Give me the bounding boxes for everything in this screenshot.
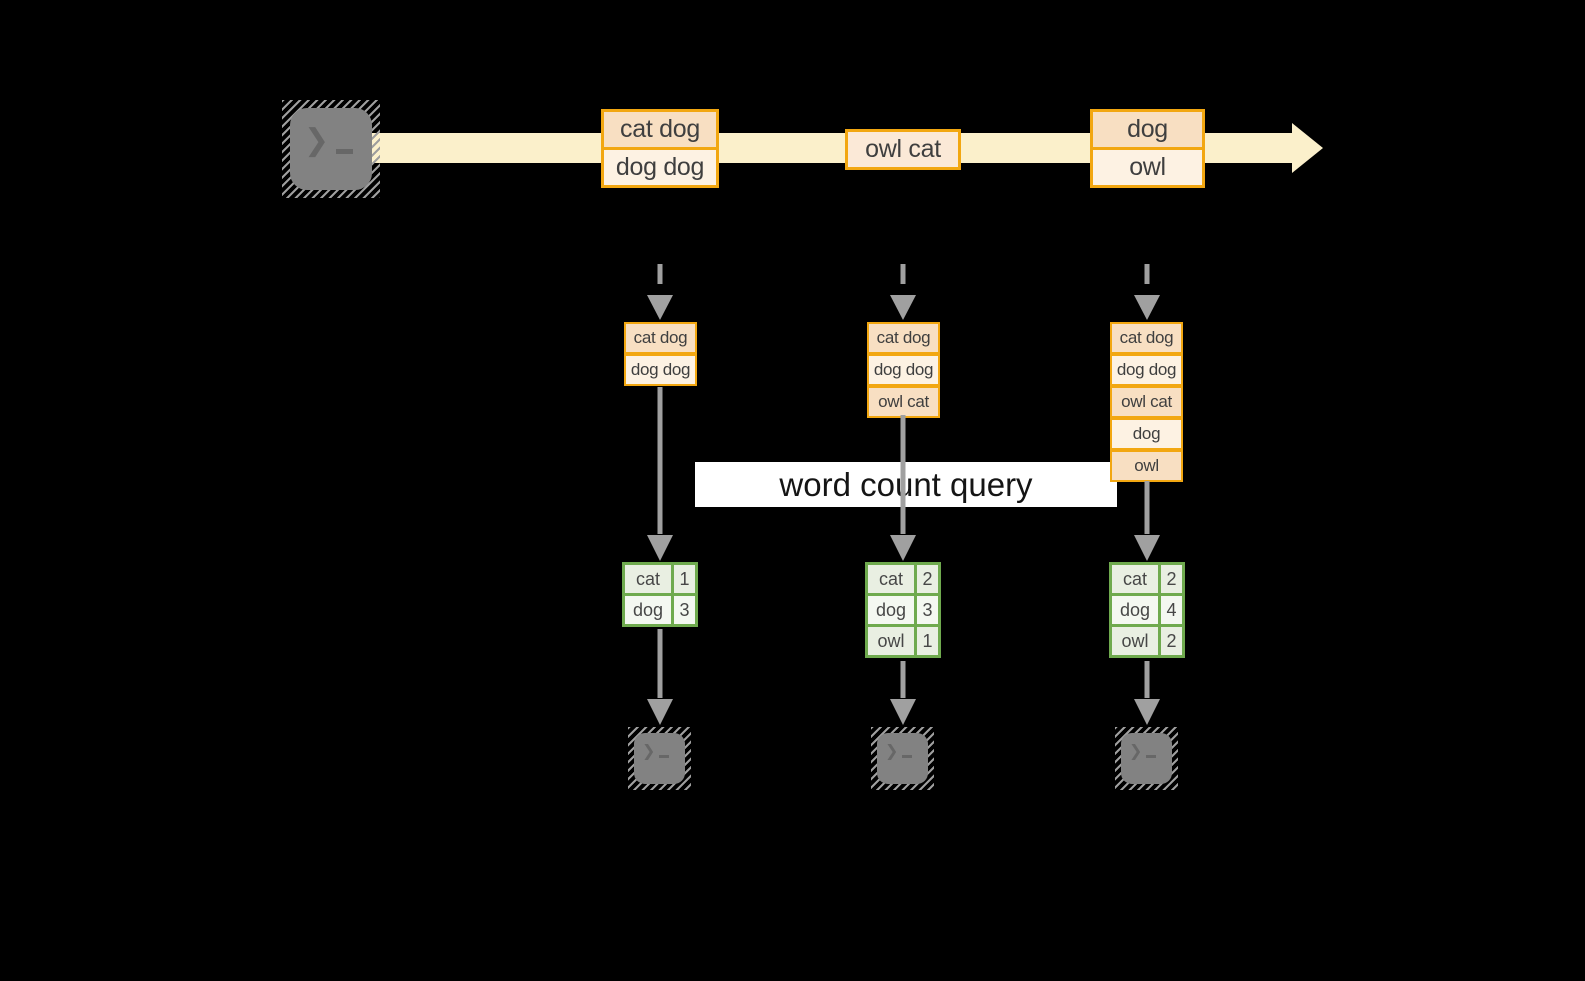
event-row: owl	[1110, 450, 1183, 482]
stream-arrowhead	[1292, 123, 1323, 173]
terminal-prompt-glyph: ❯	[304, 126, 372, 156]
terminal-icon-body: ❯	[1121, 733, 1172, 784]
count-value-cell: 4	[1161, 596, 1182, 624]
stream-event-box: owl cat	[845, 129, 961, 170]
terminal-prompt-glyph: ❯	[885, 743, 928, 759]
arrow-head	[890, 699, 916, 725]
counts-to-output-arrow	[647, 629, 673, 725]
window-to-counts-arrow	[890, 415, 916, 561]
stream-to-window-arrow	[647, 264, 673, 320]
prompt-cursor-bar	[336, 149, 354, 154]
count-word-cell: owl	[868, 627, 914, 655]
count-value-cell: 3	[674, 596, 695, 624]
count-value-cell: 2	[1161, 565, 1182, 593]
prompt-cursor-bar	[659, 755, 670, 758]
count-value-cell: 2	[1161, 627, 1182, 655]
event-row: dog dog	[1110, 354, 1183, 386]
arrow-head	[647, 535, 673, 561]
arrow-head	[1134, 535, 1160, 561]
event-row: dog	[1093, 112, 1202, 147]
terminal-icon-body: ❯	[290, 108, 372, 190]
stream-to-window-arrow	[890, 264, 916, 320]
prompt-chevron-icon: ❯	[1129, 741, 1143, 760]
arrow-head	[647, 295, 673, 320]
event-row: dog	[1110, 418, 1183, 450]
stream-to-window-arrow	[1134, 264, 1160, 320]
count-word-cell: dog	[625, 596, 671, 624]
terminal-prompt-glyph: ❯	[1129, 743, 1172, 759]
prompt-chevron-icon: ❯	[304, 123, 330, 158]
prompt-cursor-bar	[1146, 755, 1157, 758]
counts-to-output-arrow	[890, 661, 916, 725]
event-row: cat dog	[867, 322, 940, 354]
event-row: owl cat	[867, 386, 940, 418]
terminal-output-icon: ❯	[628, 727, 691, 790]
arrow-head	[647, 699, 673, 725]
terminal-icon-body: ❯	[877, 733, 928, 784]
window-to-counts-arrow	[647, 387, 673, 561]
count-value-cell: 2	[917, 565, 938, 593]
arrow-head	[1134, 699, 1160, 725]
count-value-cell: 3	[917, 596, 938, 624]
prompt-chevron-icon: ❯	[642, 741, 656, 760]
count-word-cell: cat	[625, 565, 671, 593]
count-word-cell: owl	[1112, 627, 1158, 655]
event-row: owl cat	[848, 132, 958, 167]
event-row: dog dog	[624, 354, 697, 386]
event-row: owl cat	[1110, 386, 1183, 418]
counts-to-output-arrow	[1134, 661, 1160, 725]
terminal-icon-body: ❯	[634, 733, 685, 784]
prompt-chevron-icon: ❯	[885, 741, 899, 760]
event-row: dog dog	[604, 147, 716, 185]
terminal-source-icon: ❯	[282, 100, 380, 198]
count-word-cell: cat	[1112, 565, 1158, 593]
terminal-prompt-glyph: ❯	[642, 743, 685, 759]
terminal-output-icon: ❯	[871, 727, 934, 790]
event-row: cat dog	[624, 322, 697, 354]
count-word-cell: dog	[1112, 596, 1158, 624]
query-label: word count query	[695, 462, 1117, 507]
event-row: cat dog	[604, 112, 716, 147]
count-word-cell: dog	[868, 596, 914, 624]
event-row: owl	[1093, 147, 1202, 185]
event-row: cat dog	[1110, 322, 1183, 354]
count-value-cell: 1	[674, 565, 695, 593]
terminal-output-icon: ❯	[1115, 727, 1178, 790]
event-row: dog dog	[867, 354, 940, 386]
arrow-head	[890, 295, 916, 320]
arrow-head	[1134, 295, 1160, 320]
count-word-cell: cat	[868, 565, 914, 593]
arrow-head	[890, 535, 916, 561]
count-value-cell: 1	[917, 627, 938, 655]
prompt-cursor-bar	[902, 755, 913, 758]
window-to-counts-arrow	[1134, 481, 1160, 561]
